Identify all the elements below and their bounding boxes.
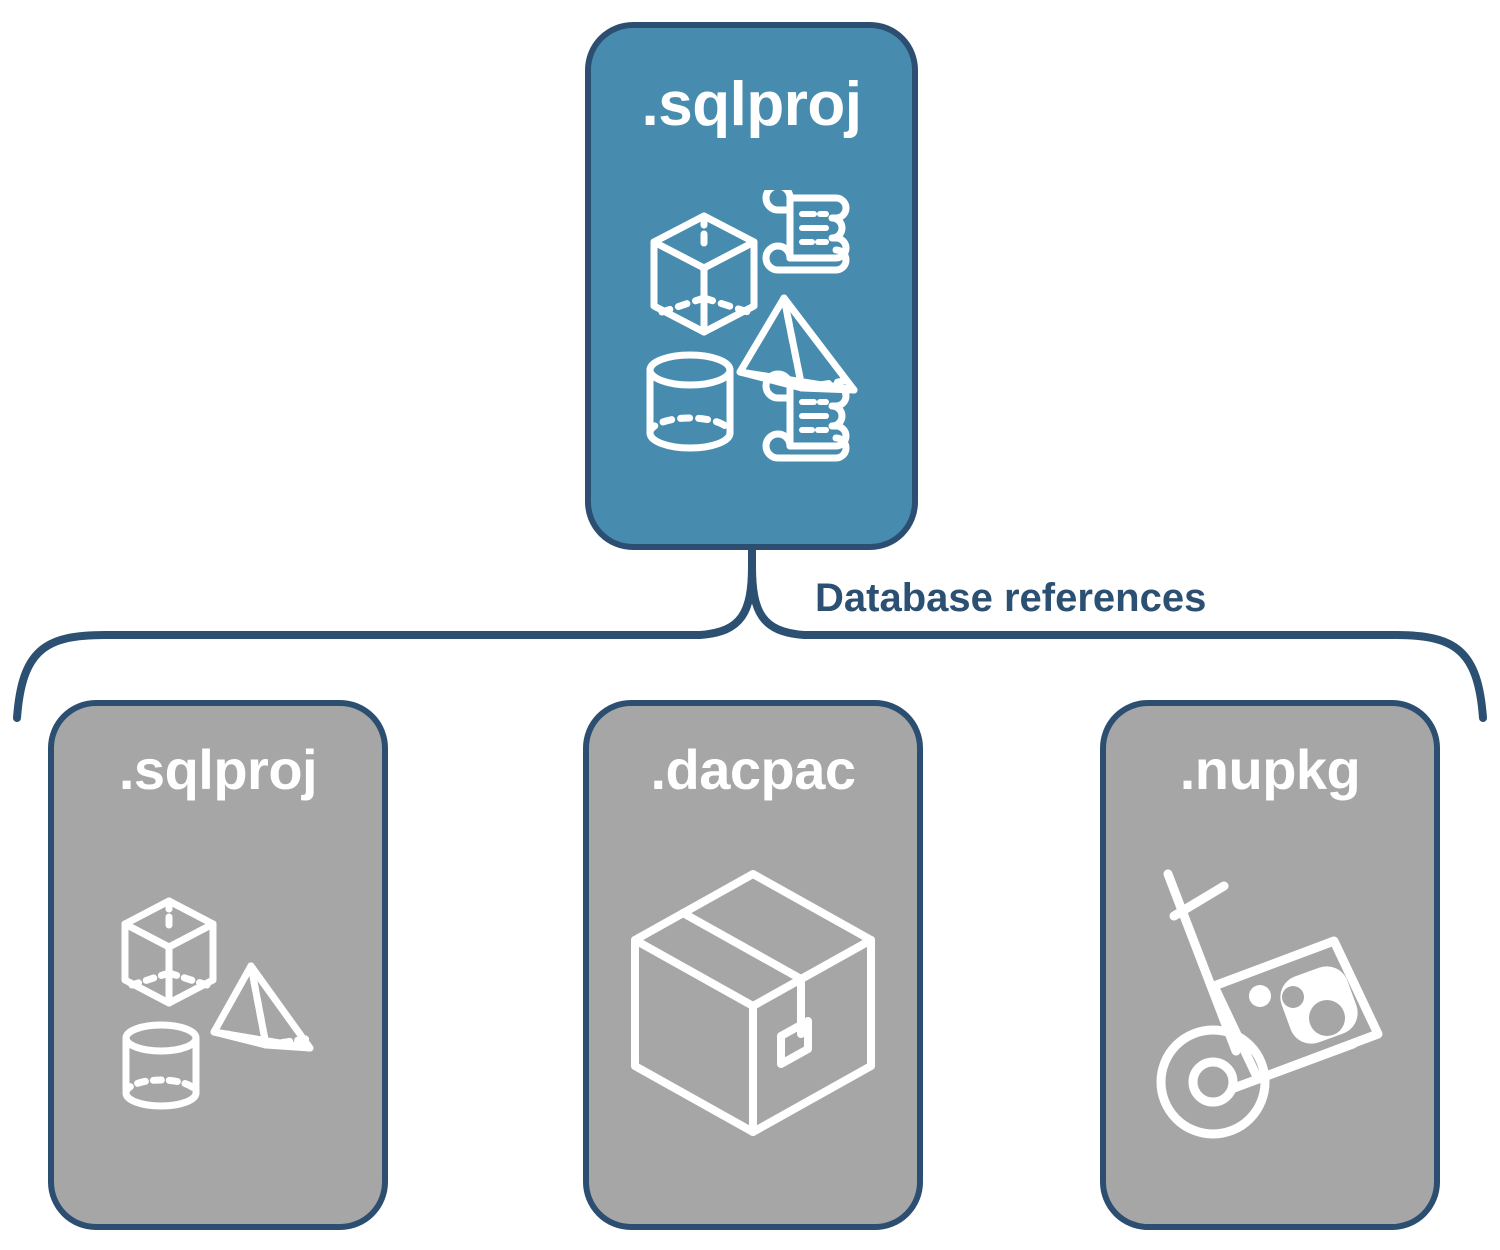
- connector-brace-left: [13, 562, 756, 722]
- nuget-package-icon: [1209, 936, 1382, 1083]
- scroll-icon: [762, 190, 849, 274]
- card-title-nupkg: .nupkg: [1179, 738, 1361, 801]
- card-art-sqlproj-source: [591, 126, 912, 544]
- card-sqlproj-source[interactable]: .sqlproj: [585, 22, 918, 550]
- pyramid-icon: [736, 294, 857, 394]
- card-nupkg[interactable]: .nupkg: [1100, 700, 1440, 1230]
- pyramid-icon: [210, 962, 313, 1052]
- card-title-sqlproj-source: .sqlproj: [641, 70, 862, 139]
- scroll-icon: [762, 370, 849, 462]
- cube-icon: [650, 212, 757, 336]
- card-dacpac[interactable]: .dacpac: [583, 700, 923, 1230]
- sqlproj-shapes-group: [646, 190, 857, 462]
- card-art-dacpac: [589, 782, 917, 1224]
- card-title-sqlproj-reference: .sqlproj: [118, 738, 318, 801]
- cylinder-icon: [122, 1021, 199, 1110]
- card-art-sqlproj-reference: [54, 782, 382, 1224]
- card-sqlproj-reference[interactable]: .sqlproj: [48, 700, 388, 1230]
- card-title-dacpac: .dacpac: [650, 738, 856, 801]
- cube-icon: [121, 897, 216, 1007]
- card-art-nupkg: [1106, 782, 1434, 1224]
- sqlproj-shapes-group: [121, 897, 313, 1110]
- package-box-icon: [630, 870, 875, 1136]
- hand-truck-icon: [1156, 869, 1382, 1138]
- cylinder-icon: [646, 351, 733, 452]
- nuget-package-cutouts: [1281, 985, 1345, 1036]
- connector-label: Database references: [815, 576, 1207, 620]
